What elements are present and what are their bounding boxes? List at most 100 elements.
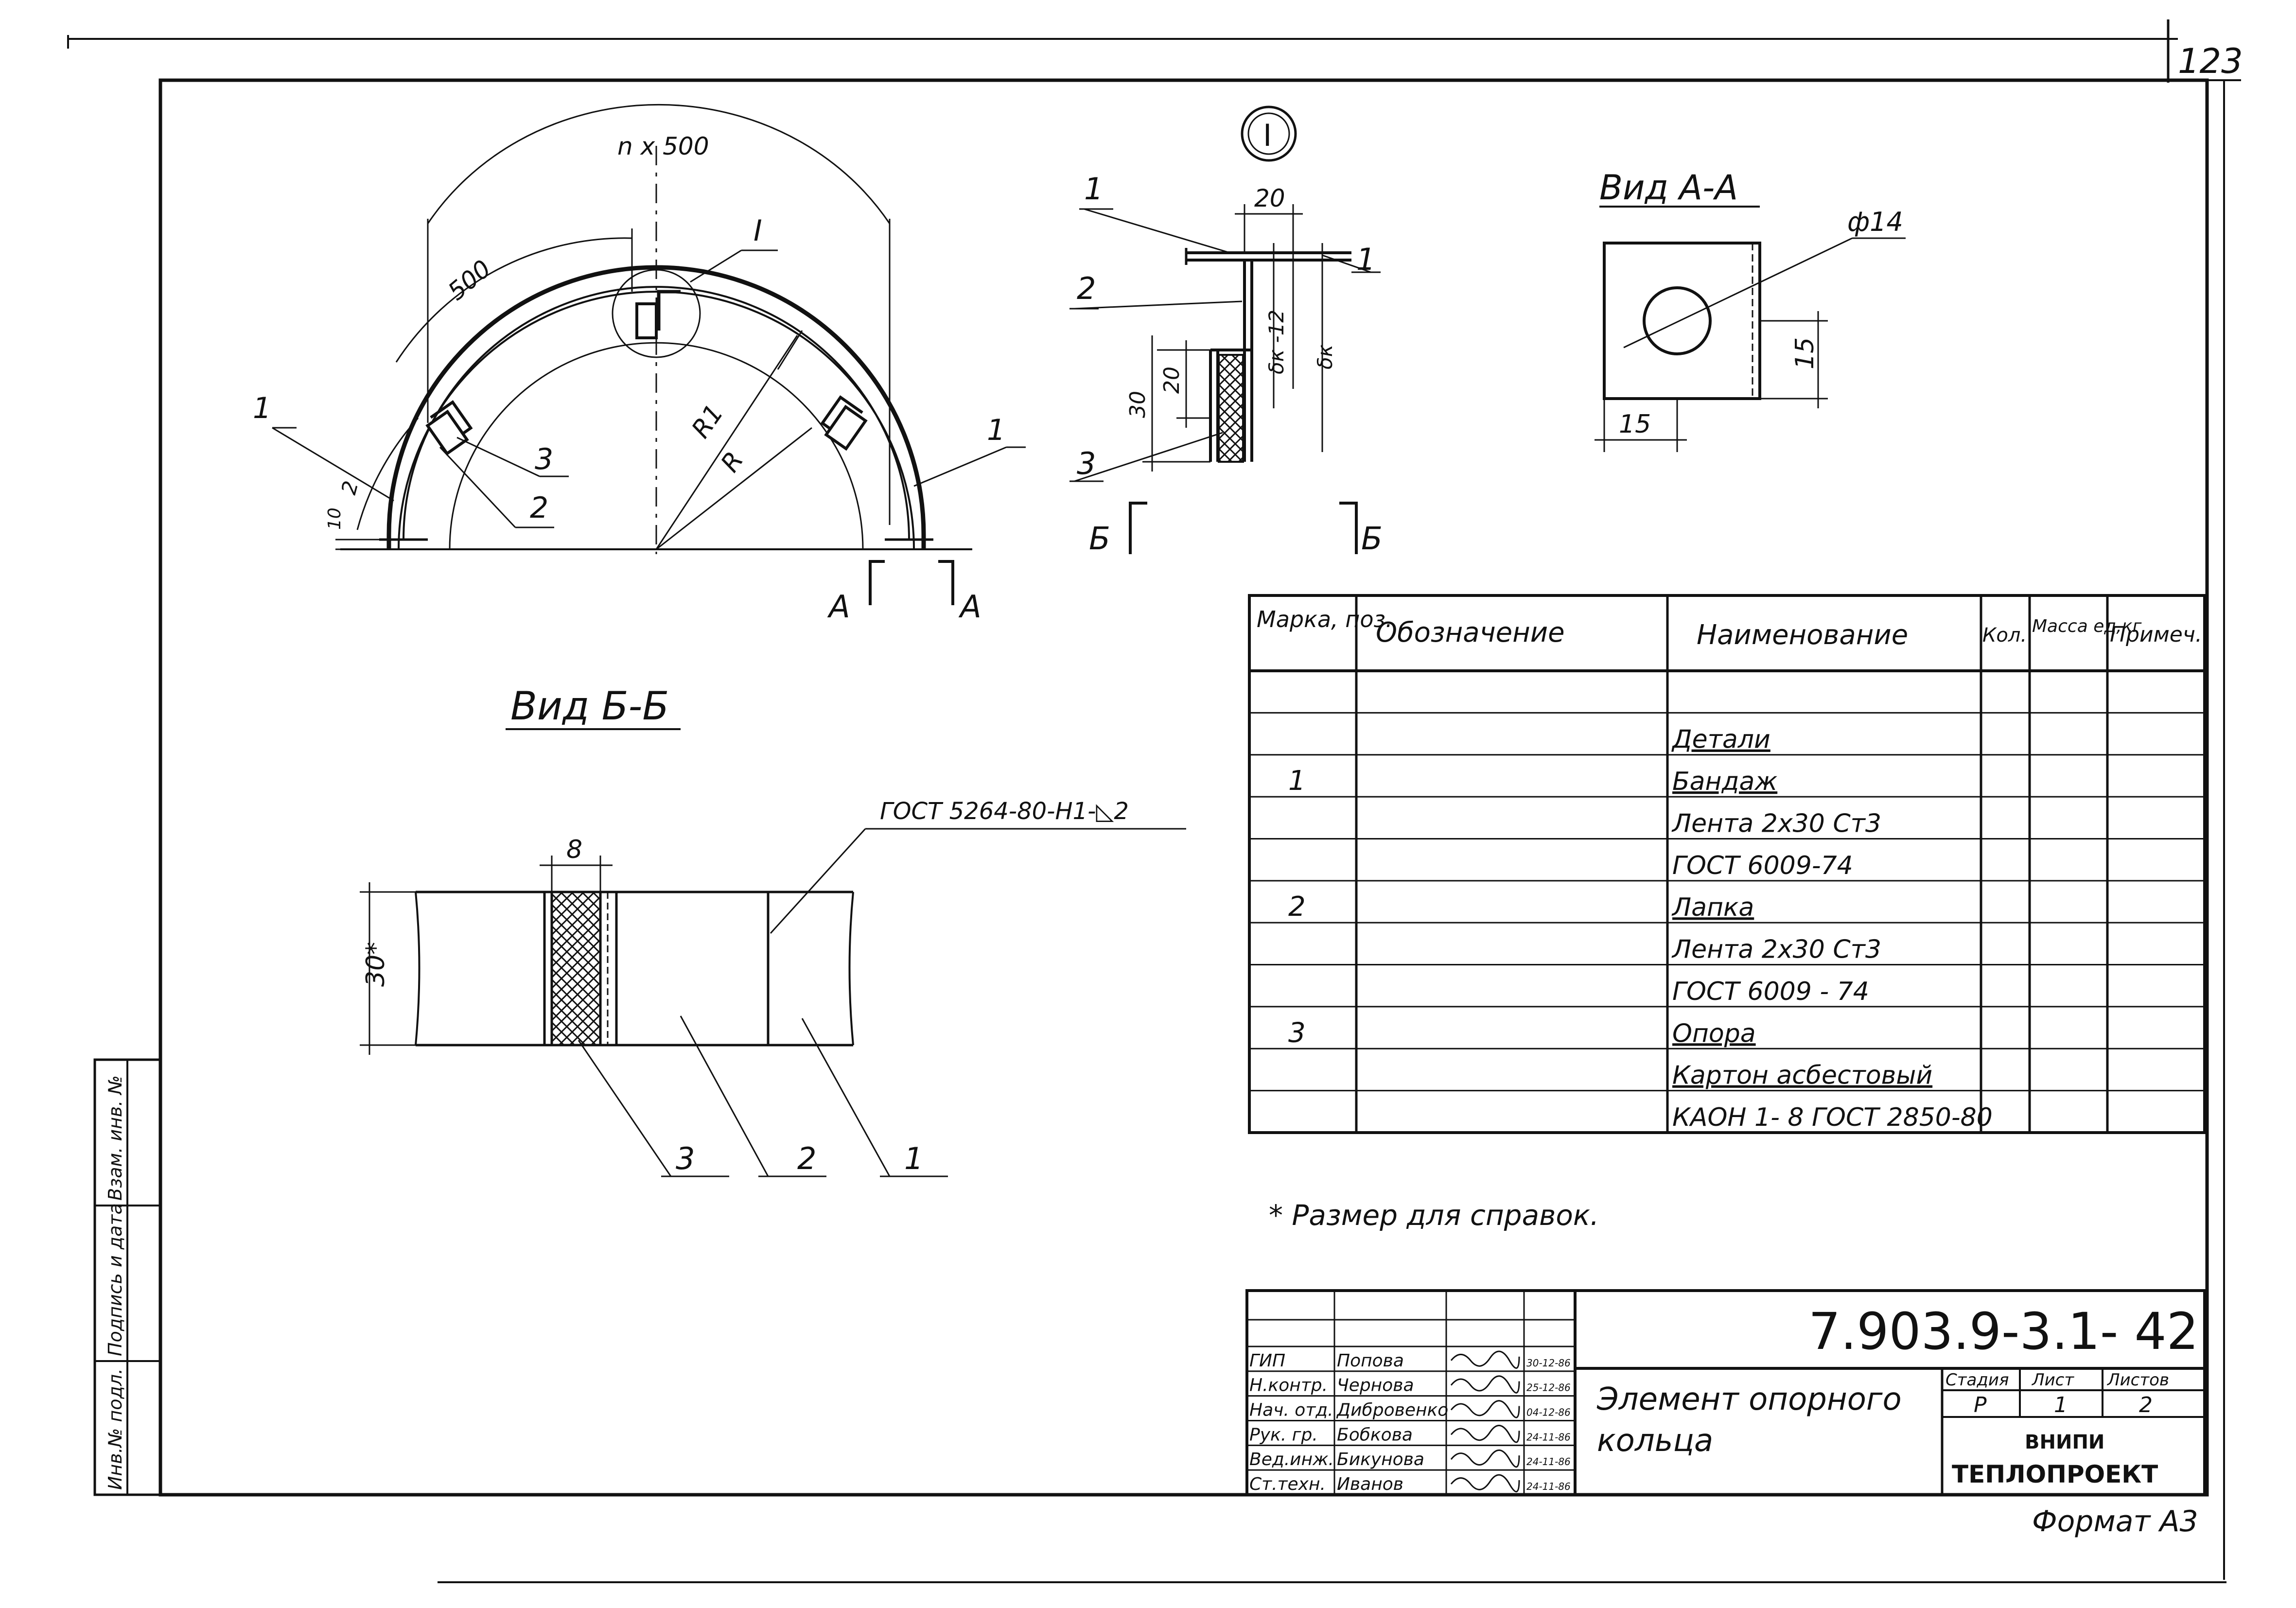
section-a-right: А [958,589,981,625]
view-bb: Вид Б-Б 8 30* ГОСТ 5264-80-Н1-◺2 3 2 [360,683,1186,1177]
sig-name: Дибровенко [1336,1400,1448,1420]
spec-row-pos: 2 [1288,891,1306,923]
spec-row-name: Картон асбестовый [1672,1061,1932,1090]
side-stamp: Инв.№ подл. Подпись и дата Взам. инв. № [93,1058,162,1496]
detail-h20-dim: 20 [1159,367,1184,394]
section-a-left: А [827,589,850,625]
spec-header-name: Наименование [1697,619,1908,651]
radius-r1-label: R1 [686,399,729,443]
stage-header: Стадия [1945,1370,2009,1390]
footnote: * Размер для справок. [1269,1199,1599,1232]
detail-title: I [1263,118,1272,153]
sheet-number: 123 [2178,41,2243,81]
spec-row-pos: 1 [1288,765,1306,797]
spec-row-name: Лапка [1671,893,1754,922]
main-pos-3: 3 [535,442,553,476]
spec-header-qty: Кол. [1982,624,2027,647]
callout-label: I [754,214,762,248]
sig-name: Чернова [1337,1376,1414,1396]
detail-i-view: I 20 δк -12 δк 20 30 1 2 3 1 [1069,105,1383,557]
spec-row-pos: 3 [1288,1017,1306,1049]
main-pos-1-right: 1 [987,413,1005,447]
view-bb-pos-3: 3 [676,1141,695,1176]
title-line-2: кольца [1597,1423,1713,1459]
section-b-right: Б [1361,521,1383,557]
spec-header-designation: Обозначение [1376,617,1565,648]
detail-pos-1-right: 1 [1356,242,1375,277]
arc-segment-dim: 500 [442,254,496,306]
sig-role: Ст.техн. [1249,1474,1326,1494]
main-ring-view: R1 R n x 500 500 2 10 I [253,104,1026,625]
sheet-header: Лист [2031,1370,2074,1390]
sig-date: 25-12-86 [1526,1382,1571,1394]
main-pos-2: 2 [530,491,548,525]
spec-row-name: Детали [1671,725,1770,754]
view-aa-diameter: ф14 [1847,207,1903,237]
spec-table: Марка, поз. Обозначение Наименование Кол… [1248,594,2206,1134]
view-bb-pos-2: 2 [797,1141,816,1176]
main-pos-1-left: 1 [253,391,271,425]
sig-role: Рук. гр. [1249,1425,1318,1445]
spec-row-name: Опора [1672,1019,1756,1048]
spec-row-name: ГОСТ 6009 - 74 [1672,977,1869,1006]
sig-date: 24-11-86 [1526,1431,1571,1443]
signature-mark [1450,1474,1520,1492]
document-code: 7.903.9-3.1- 42 [1808,1302,2199,1361]
radial-dim: 2 [336,478,363,497]
spec-row-name: КАОН 1- 8 ГОСТ 2850-80 [1672,1103,1993,1132]
signature-mark [1450,1400,1520,1418]
detail-h30-dim: 30 [1125,391,1150,418]
signature-mark [1450,1350,1520,1369]
spec-header-mark: Марка, поз. [1257,606,1393,632]
stage-value: Р [1974,1393,1987,1417]
detail-pos-1-left: 1 [1084,171,1103,207]
view-bb-title: Вид Б-Б [510,683,669,729]
sig-date: 04-12-86 [1526,1407,1571,1418]
view-aa: Вид А-А ф14 15 15 [1595,168,1906,452]
spec-row-name: ГОСТ 6009-74 [1672,851,1853,880]
spec-row-name: Бандаж [1672,767,1777,796]
org-line-1: ВНИПИ [2025,1431,2104,1453]
view-aa-dim-h: 15 [1619,410,1651,439]
signature-mark [1450,1449,1520,1468]
detail-thickness-dim: δк -12 [1264,310,1288,374]
signature-mark [1450,1375,1520,1394]
sig-role: Нач. отд. [1249,1400,1333,1420]
sheets-value: 2 [2139,1393,2153,1417]
side-stamp-inv: Инв.№ подл. [105,1368,126,1490]
sig-date: 24-11-86 [1526,1456,1571,1468]
sig-role: Вед.инж. [1249,1450,1334,1469]
title-line-1: Элемент опорного [1596,1381,1902,1417]
side-stamp-sign: Подпись и дата [105,1203,126,1356]
view-bb-weld-note: ГОСТ 5264-80-Н1-◺2 [880,798,1129,825]
sheets-header: Листов [2106,1370,2169,1390]
view-aa-dim-v: 15 [1790,337,1820,369]
view-bb-width: 8 [566,835,582,864]
spec-header-mass: Масса ед,кг [2032,616,2142,636]
spec-header-note: Примеч. [2110,622,2202,647]
sig-role: ГИП [1249,1351,1285,1371]
top-edge: 123 [67,19,2243,83]
signature-mark [1450,1425,1520,1443]
sig-date: 24-11-86 [1526,1481,1571,1492]
org-line-2: ТЕПЛОПРОЕКТ [1952,1460,2158,1488]
side-stamp-replace: Взам. инв. № [105,1075,126,1201]
detail-thickness2-dim: δк [1313,344,1337,369]
spec-row-name: Лента 2х30 Ст3 [1671,935,1881,964]
format-label: Формат А3 [2032,1504,2198,1538]
view-aa-title: Вид А-А [1599,168,1738,208]
view-bb-height: 30* [361,942,390,987]
detail-width-dim: 20 [1254,184,1285,212]
detail-pos-2: 2 [1077,271,1096,306]
sheet-value: 1 [2054,1393,2068,1417]
sig-name: Попова [1337,1351,1404,1371]
sig-name: Иванов [1337,1474,1403,1494]
spec-row-name: Лента 2х30 Ст3 [1671,809,1881,838]
sig-name: Бобкова [1337,1425,1413,1445]
sheet-frame [158,78,2209,1497]
sig-role: Н.контр. [1249,1376,1328,1396]
sig-name: Бикунова [1337,1450,1424,1469]
view-bb-pos-1: 1 [904,1141,923,1176]
